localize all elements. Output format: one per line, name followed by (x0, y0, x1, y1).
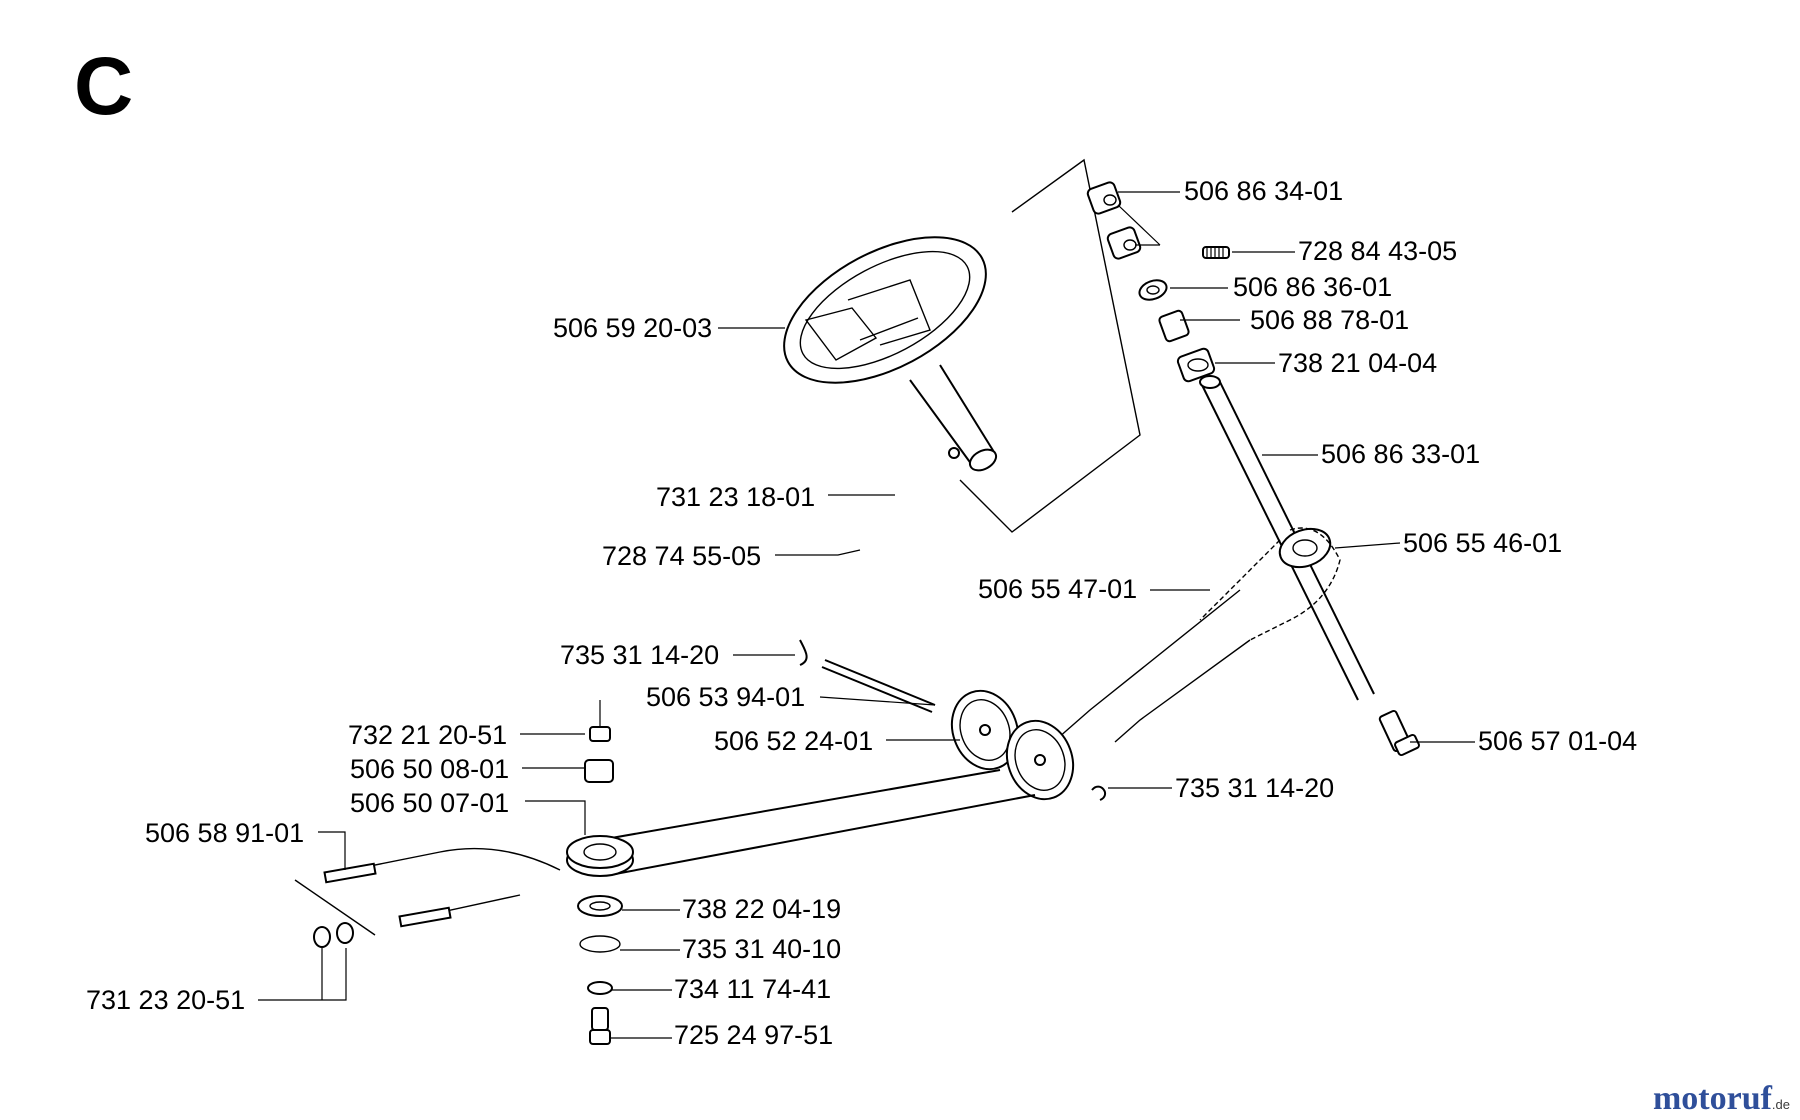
part-label-506-86-33-01: 506 86 33-01 (1321, 439, 1481, 469)
part-label-731-23-20-51: 731 23 20-51 (86, 985, 246, 1015)
part-label-728-74-55-05: 728 74 55-05 (602, 541, 762, 571)
part-label-732-21-20-51: 732 21 20-51 (348, 720, 508, 750)
motoruf-watermark: motoruf.de (1653, 1082, 1790, 1116)
part-label-506-55-46-01: 506 55 46-01 (1403, 528, 1563, 558)
part-label-738-21-04-04: 738 21 04-04 (1278, 348, 1438, 378)
section-letter: C (74, 41, 134, 132)
pivot-stack (566, 700, 634, 1045)
column-outline (959, 158, 1141, 533)
part-label-506-88-78-01: 506 88 78-01 (1250, 305, 1410, 335)
tie-rods (294, 847, 561, 948)
part-label-738-22-04-19: 738 22 04-19 (682, 894, 842, 924)
leader-lines (258, 191, 1475, 1039)
part-label-506-52-24-01: 506 52 24-01 (714, 726, 874, 756)
watermark-tld: .de (1771, 1097, 1790, 1112)
part-label-506-53-94-01: 506 53 94-01 (646, 682, 806, 712)
part-label-725-24-97-51: 725 24 97-51 (674, 1020, 834, 1050)
steering-wheel (783, 236, 998, 472)
part-label-506-58-91-01: 506 58 91-01 (145, 818, 305, 848)
part-label-506-86-34-01: 506 86 34-01 (1184, 176, 1344, 206)
steering-cables (1049, 589, 1251, 746)
part-label-735-31-40-10: 735 31 40-10 (682, 934, 842, 964)
part-label-731-23-18-01: 731 23 18-01 (656, 482, 816, 512)
part-label-728-84-43-05: 728 84 43-05 (1298, 236, 1458, 266)
part-label-735-31-14-20-a: 735 31 14-20 (560, 640, 720, 670)
part-label-506-86-36-01: 506 86 36-01 (1233, 272, 1393, 302)
idler-pulleys (950, 689, 1075, 801)
part-label-735-31-14-20-b: 735 31 14-20 (1175, 773, 1335, 803)
pulley-shaft (799, 639, 1106, 801)
chain-sprocket (1199, 527, 1341, 641)
watermark-main: motoruf (1652, 1080, 1772, 1117)
part-label-506-55-47-01: 506 55 47-01 (978, 574, 1138, 604)
part-label-734-11-74-41: 734 11 74-41 (674, 974, 832, 1004)
steering-arm (599, 769, 1036, 876)
part-label-506-50-07-01: 506 50 07-01 (350, 788, 510, 818)
part-label-506-57-01-04: 506 57 01-04 (1478, 726, 1638, 756)
part-label-506-50-08-01: 506 50 08-01 (350, 754, 510, 784)
part-label-506-59-20-03: 506 59 20-03 (553, 313, 713, 343)
column-upper-parts (1086, 181, 1230, 383)
